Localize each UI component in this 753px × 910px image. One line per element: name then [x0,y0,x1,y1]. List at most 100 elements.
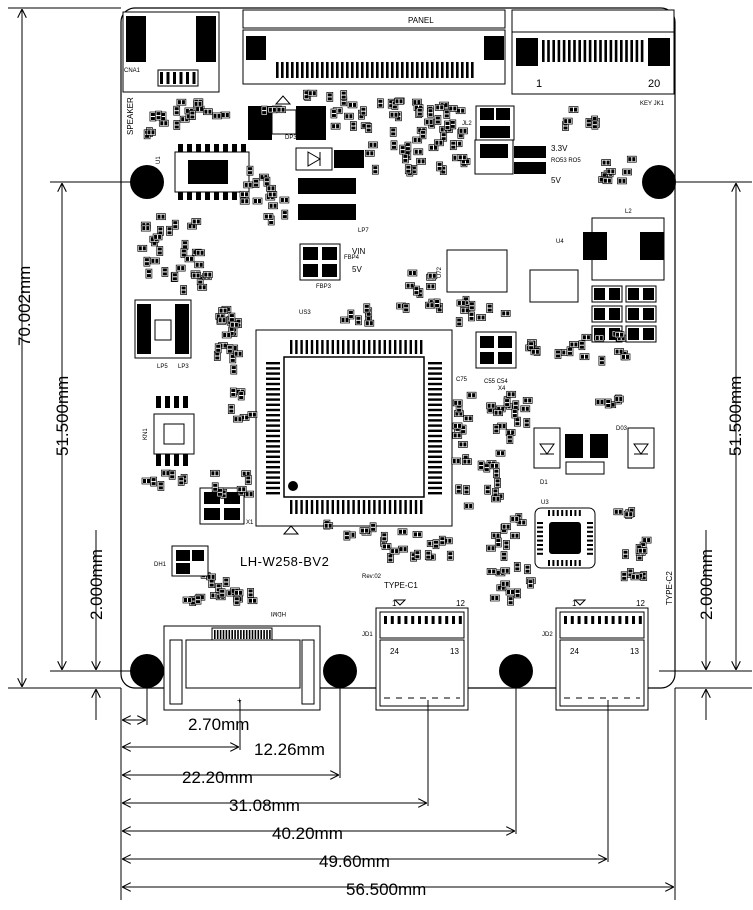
smd-part [389,111,399,119]
smd-pad [599,357,604,361]
smd-part [458,441,468,448]
smd-part [452,422,463,430]
fbp4-label: FBP4 [344,255,360,261]
smd-part [380,531,388,542]
smd-pad [453,106,457,111]
key-pin [614,40,618,62]
smd-part [166,225,173,236]
smd-part [210,469,220,477]
smd-pad [511,533,515,538]
type-c1-pin [418,616,421,624]
smd-pad [427,284,431,289]
smd-pad [439,140,443,145]
smd-pad [304,95,309,99]
panel-pin [336,62,339,78]
smd-pad [151,482,156,486]
smd-pad [264,214,268,219]
smd-pad [444,103,448,108]
panel-pin [341,62,344,78]
smd-pad [147,130,151,135]
smd-part [614,331,625,339]
mcu-pin [428,388,442,391]
smd-part [268,202,278,210]
smd-part [506,434,514,444]
smd-pad [181,286,186,290]
smd-part [365,123,373,133]
smd-part [412,531,423,538]
smd-part [347,101,358,109]
smd-pad [157,251,162,255]
mcu-pin [266,440,280,443]
smd-pad [192,219,196,224]
smd-part [434,115,442,125]
smd-pad [562,350,566,355]
type-c1-pin [384,616,387,624]
smd-pad [199,262,203,267]
u1-pin [241,144,246,152]
mcu-pin [428,450,442,453]
smd-pad [162,272,167,276]
smd-pad [234,351,238,356]
panel-pin [406,62,409,78]
smd-part [489,594,500,602]
smd-part [191,272,201,279]
panel-pin [276,62,279,78]
smd-pad [341,91,346,95]
smd-pad [614,509,618,514]
smd-pad [231,389,236,392]
smd-pad [585,354,588,359]
smd-pad [469,302,474,306]
smd-part [350,121,357,131]
smd-part [173,105,181,116]
smd-pad [192,224,196,229]
smd-part [477,460,485,471]
smd-pad [502,556,506,560]
smd-pad [586,119,591,123]
smd-pad [637,545,642,549]
smd-pad [491,463,494,468]
smd-pad [525,565,530,569]
smd-pad [235,590,238,595]
smd-pad [239,392,244,395]
dim-2-000-left: 2.000mm [87,549,106,620]
smd-pad [521,406,525,411]
smd-pad [494,469,499,473]
smd-pad [196,596,200,600]
smd-part [156,246,164,256]
lp3-label: LP3 [178,364,189,370]
smd-pad [463,459,467,464]
smd-pad [631,574,635,579]
key-pin [635,40,639,62]
panel-pin [451,62,454,78]
panel-pin [366,62,369,78]
smd-part [530,348,541,356]
smd-pad [512,410,517,413]
smd-pad [161,214,165,219]
smd-pad [413,138,417,142]
panel-pin [321,62,324,78]
smd-pad [417,138,421,142]
smd-pad [496,570,500,575]
type-c2-pin [632,616,635,624]
smd-pad [400,146,405,150]
smd-pad [383,544,386,549]
smd-pad [464,490,469,494]
smd-part [463,415,474,422]
smd-part [266,184,276,192]
smd-pad [459,411,463,416]
panel-pin [416,62,419,78]
kn1-pin [183,454,188,466]
smd-pad [638,548,642,553]
mcu-pin [383,500,386,514]
smd-pad [642,548,646,553]
smd-pad [417,159,421,164]
smd-part [244,475,252,485]
panel-label: PANEL [408,16,434,25]
smd-pad [528,584,533,588]
panel-pin [316,62,319,78]
type-c2-pin [611,616,615,624]
smd-pad [204,272,208,277]
type-c1-pin [397,616,401,624]
smd-part [195,249,205,257]
smd-pad [411,553,416,557]
